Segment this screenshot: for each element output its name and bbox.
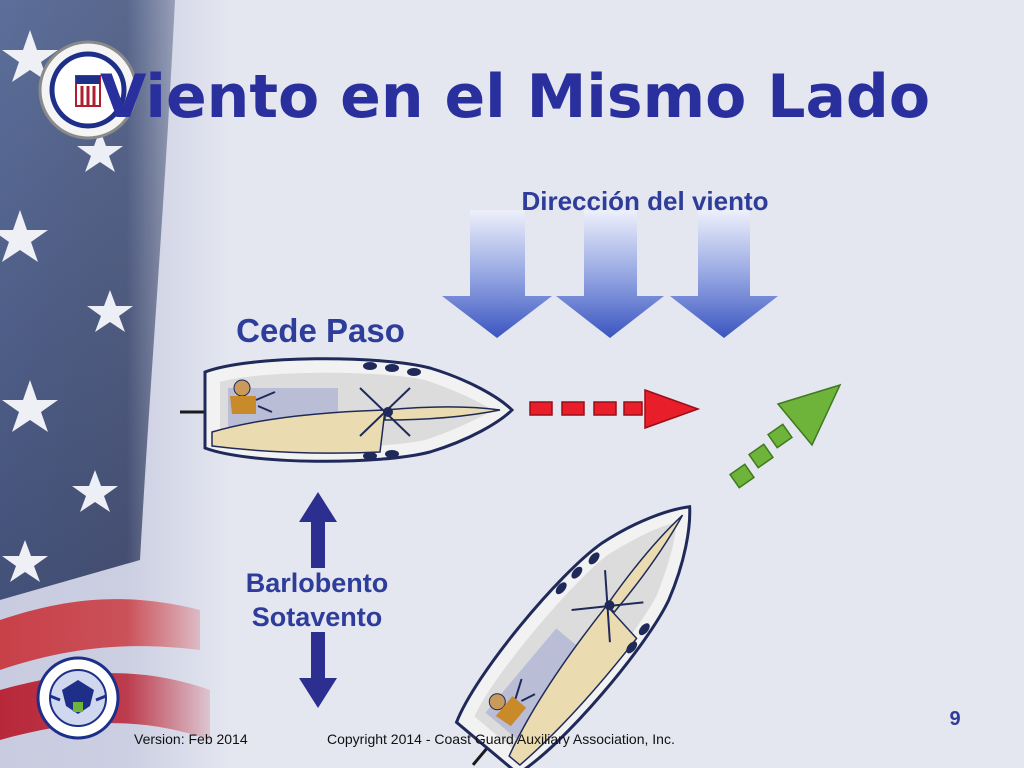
leeward-label: Sotavento (251, 602, 383, 632)
page-number: 9 (949, 708, 961, 730)
wind-arrow (670, 210, 778, 338)
coast-guard-auxiliary-logo (38, 40, 138, 140)
leeward-down-arrow (299, 632, 337, 708)
footer-version: Version: Feb 2014 (134, 731, 248, 747)
red-course-arrow (529, 388, 701, 430)
slide-title: Viento en el Mismo Lado (100, 62, 931, 132)
wind-arrows (442, 210, 778, 338)
windward-label: Barlobento (245, 568, 389, 598)
wind-direction-label: Dirección del viento (521, 186, 769, 216)
windward-up-arrow (299, 492, 337, 568)
footer-copyright: Copyright 2014 - Coast Guard Auxiliary A… (327, 731, 675, 747)
give-way-label: Cede Paso (236, 312, 405, 349)
wind-arrow (556, 210, 664, 338)
green-course-arrow (728, 383, 842, 489)
wind-arrow (442, 210, 552, 338)
homeland-security-seal (36, 656, 120, 740)
sailboat-give-way (180, 357, 515, 463)
sailboat-stand-on (454, 505, 692, 768)
